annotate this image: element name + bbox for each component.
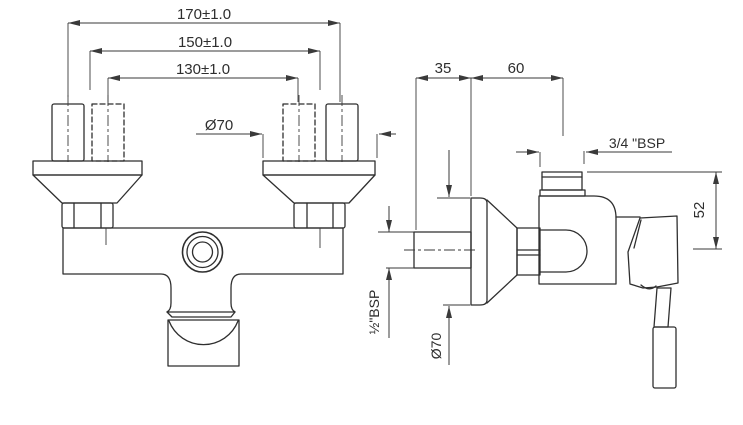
- outlet-cup: [167, 319, 240, 367]
- dim-dia70-front-label: Ø70: [205, 117, 233, 134]
- right-hex-nut: [293, 202, 346, 229]
- left-solid-stud: [51, 103, 85, 162]
- left-hex-nut: [61, 202, 114, 229]
- dim-dia70-side-label: Ø70: [428, 333, 444, 360]
- dim-60-label: 60: [508, 60, 525, 77]
- right-dashed-stud: [282, 103, 316, 162]
- top-outlet-thread: [541, 171, 583, 191]
- right-escutcheon-cone: [262, 174, 376, 204]
- dim-150: 150±1.0: [89, 34, 321, 90]
- top-outlet-collar: [539, 189, 586, 197]
- body-outline: [62, 227, 344, 313]
- left-flange: [32, 160, 143, 176]
- mixer-body-front: [62, 227, 344, 367]
- outlet-cup-arc: [168, 320, 239, 346]
- left-dashed-stud: [91, 103, 125, 162]
- dim-34bsp: 3/4 "BSP: [516, 135, 672, 167]
- wall-inlet-pipe: [413, 231, 472, 269]
- dim-150-label: 150±1.0: [178, 34, 232, 51]
- right-flange: [262, 160, 376, 176]
- lever-rod: [653, 287, 672, 328]
- escutcheon-cone-side: [486, 199, 518, 304]
- dim-dia70-side: Ø70: [428, 150, 470, 365]
- dim-35-60: 35 60: [415, 60, 564, 230]
- valve-body-side: [538, 195, 617, 285]
- escutcheon-disc: [470, 197, 488, 306]
- handle-pivot: [640, 284, 657, 290]
- left-escutcheon-cone: [32, 174, 143, 204]
- outlet-collar: [166, 311, 236, 318]
- right-inlet-assembly: [262, 95, 376, 229]
- cartridge-cap-mid: [186, 235, 219, 269]
- dim-12bsp: ½"BSP: [366, 206, 414, 338]
- hex-nut-side: [516, 227, 541, 276]
- side-view: 35 60 3/4 "BSP 52 ½"BSP: [366, 60, 722, 389]
- right-solid-stud: [325, 103, 359, 162]
- connector-capsule: [539, 229, 588, 273]
- cartridge-cap-outer: [181, 231, 224, 273]
- dim-52-label: 52: [691, 202, 708, 219]
- handle-bracket: [627, 215, 679, 289]
- mixer-body-side: [404, 171, 679, 389]
- dim-34bsp-label: 3/4 "BSP: [609, 135, 665, 151]
- dim-52: 52: [587, 171, 722, 250]
- dim-130: 130±1.0: [107, 61, 299, 102]
- cartridge-cap-inner: [191, 241, 214, 263]
- dim-dia70-front: Ø70: [196, 117, 396, 158]
- front-view: 170±1.0 150±1.0 130±1.0 Ø70: [32, 6, 396, 367]
- dim-170: 170±1.0: [67, 6, 341, 102]
- dim-130-label: 130±1.0: [176, 61, 230, 78]
- lever-grip: [652, 326, 677, 389]
- dim-35-label: 35: [435, 60, 452, 77]
- dim-12bsp-label: ½"BSP: [366, 290, 382, 335]
- dim-170-label: 170±1.0: [177, 6, 231, 23]
- left-inlet-assembly: [32, 95, 143, 229]
